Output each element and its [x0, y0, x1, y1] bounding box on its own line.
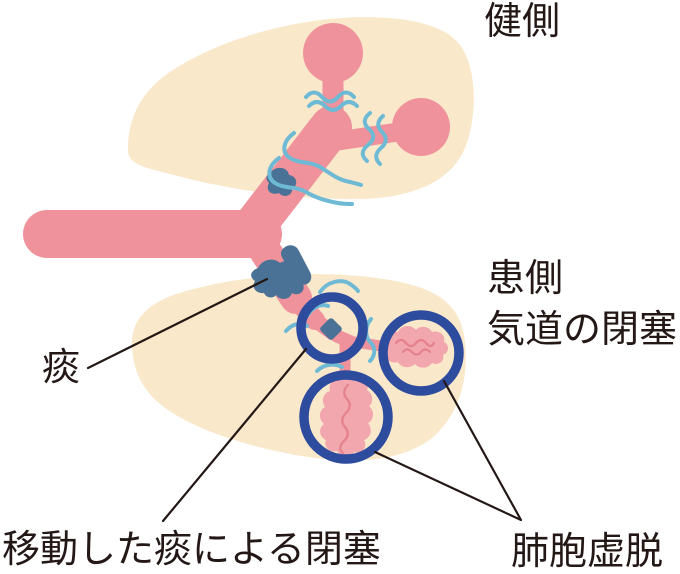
label-airway-obstruction: 気道の閉塞	[487, 309, 678, 351]
airflow-wave	[318, 279, 360, 294]
wrinkle-line	[339, 383, 351, 455]
obstruction-circle	[296, 292, 368, 364]
moved-sputum-plug	[320, 318, 342, 340]
leader-moved-sputum	[161, 347, 308, 523]
airflow-wave	[315, 362, 344, 373]
wrinkle-line	[401, 348, 432, 356]
label-sputum: 痰	[42, 347, 81, 389]
airflow-wave	[307, 100, 359, 112]
label-moved-sputum-obstruction: 移動した痰による閉塞	[2, 529, 381, 571]
affected-lung-shape	[131, 274, 466, 461]
wrinkle-line	[394, 338, 436, 348]
collapse-circle-right	[378, 310, 464, 396]
label-affected-side: 患側	[487, 258, 564, 300]
label-healthy-side: 健側	[484, 1, 561, 43]
airflow-wave	[374, 114, 388, 166]
alveolus-top	[303, 23, 363, 83]
label-alveolar-collapse: 肺胞虚脱	[511, 531, 664, 573]
alveolus-right	[392, 98, 450, 156]
healthy-alveoli	[303, 23, 450, 156]
leader-sputum	[86, 277, 269, 370]
airflow-wave	[360, 111, 376, 163]
healthy-lung-shape	[127, 17, 474, 200]
leader-collapse	[373, 379, 523, 522]
collapsed-alveolus-bottom	[319, 374, 374, 457]
collapsed-alveolus-right	[382, 326, 449, 368]
airflow-wave	[304, 90, 356, 104]
collapse-circle-bottom	[299, 370, 393, 464]
airflow-wave	[282, 131, 363, 187]
sputum-blob-fork-band	[280, 245, 312, 285]
highlight-circles	[296, 292, 464, 464]
leader-lines	[86, 277, 523, 523]
airflow-wave	[267, 156, 354, 206]
